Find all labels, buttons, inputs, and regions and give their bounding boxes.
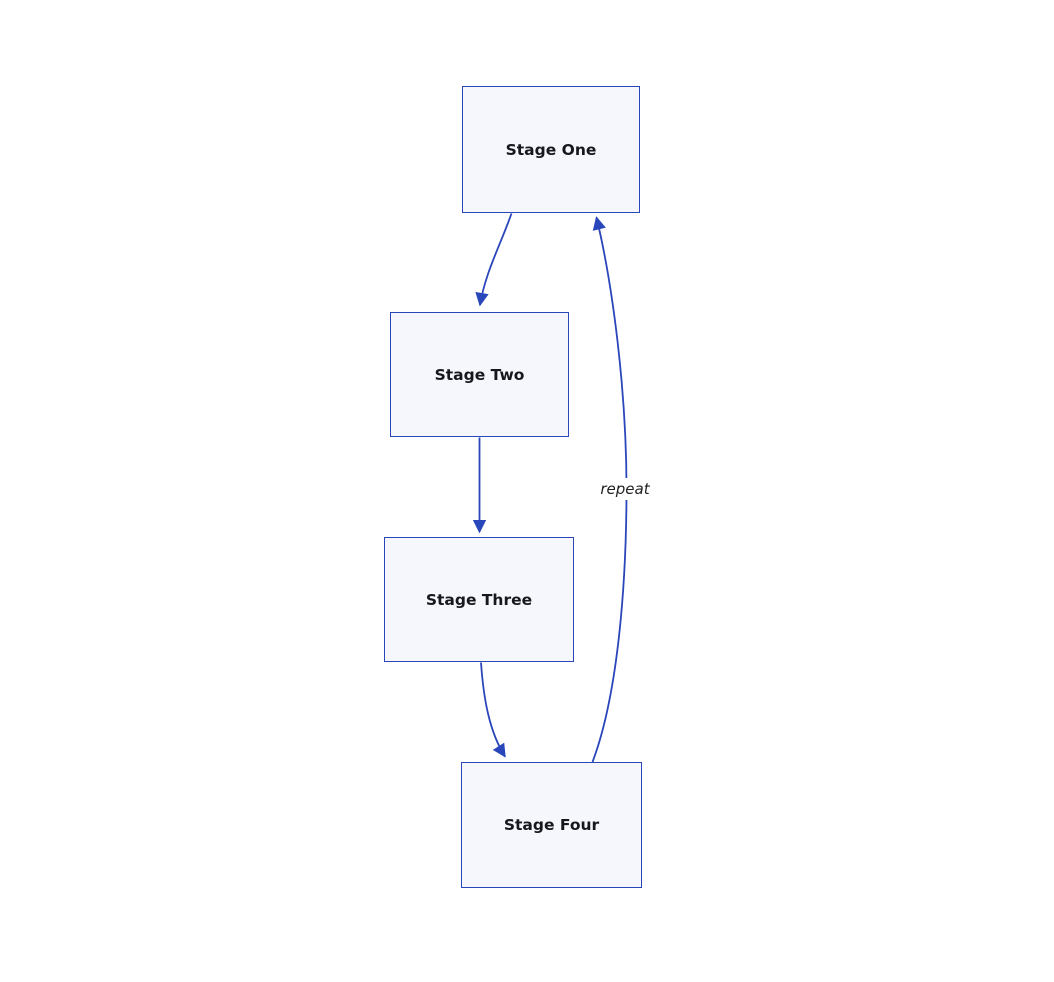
node-stage-three: Stage Three	[384, 537, 574, 662]
node-stage-four: Stage Four	[461, 762, 642, 888]
node-stage-four-label: Stage Four	[503, 816, 600, 834]
node-stage-three-label: Stage Three	[425, 590, 533, 609]
edge-stage-three-to-stage-four	[480, 662, 506, 758]
node-stage-one-label: Stage One	[505, 140, 597, 159]
node-stage-one: Stage One	[462, 86, 640, 213]
node-stage-two-label: Stage Two	[434, 365, 525, 384]
edge-label-repeat: repeat	[595, 478, 655, 500]
edge-stage-one-to-stage-two	[475, 213, 513, 307]
node-stage-two: Stage Two	[390, 312, 569, 437]
